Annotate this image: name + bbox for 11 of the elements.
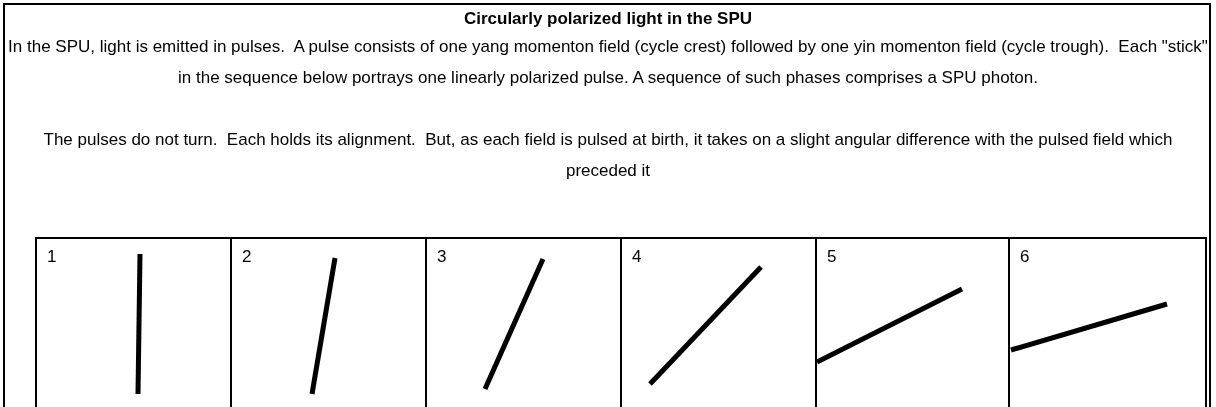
panel-number: 4: [632, 247, 642, 267]
panel: [1008, 237, 1207, 407]
description-paragraph: In the SPU, light is emitted in pulses. A pulse consists of one yang momenton field (cycle crest) followed by one yin momenton field (cycle trough). Each "stick" in the sequence below portrays one linearly polarized pulse. A sequence of such phases comprises a SPU photon.: [8, 36, 1208, 89]
title: Circularly polarized light in the SPU: [462, 8, 754, 30]
panel-number: 5: [827, 247, 837, 267]
panel: [35, 237, 232, 407]
panel-number: 1: [47, 247, 57, 267]
description-paragraph: The pulses do not turn. Each holds its alignment. But, as each field is pulsed at birth, it takes on a slight angular difference with the pulsed field which preceded it: [42, 129, 1174, 182]
panel-number: 2: [242, 247, 252, 267]
panel-number: 6: [1020, 247, 1030, 267]
panel-number: 3: [437, 247, 447, 267]
